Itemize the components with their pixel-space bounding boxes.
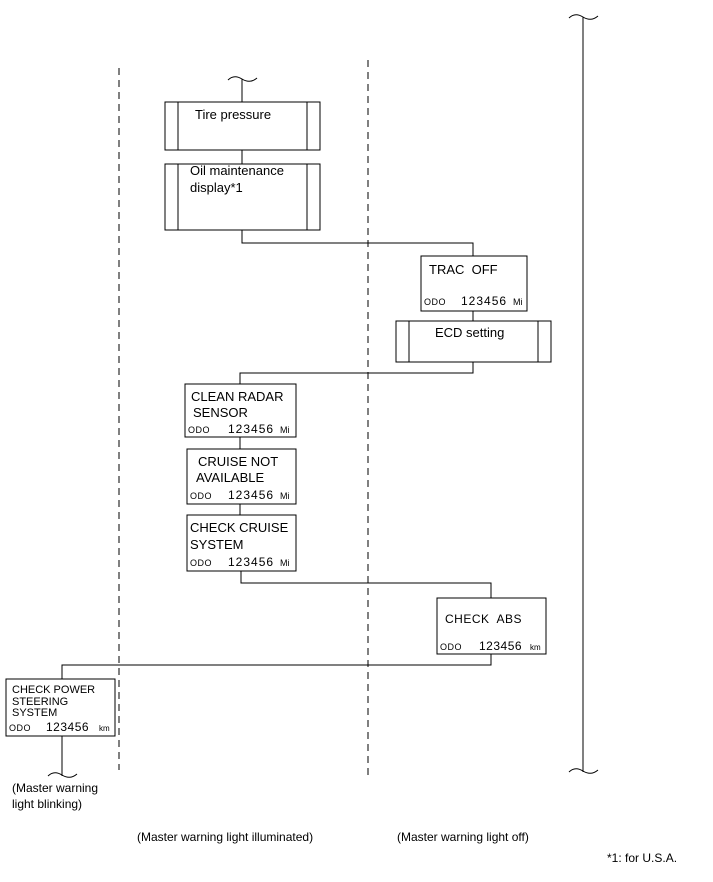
clean-radar-odo-unit: Mi [280,425,290,435]
power-steering-line1: CHECK POWER [12,684,95,696]
trac-off-label: TRAC OFF [429,262,498,277]
trac-off-odo-unit: Mi [513,297,523,307]
clean-radar-odo-label: ODO [188,425,210,435]
cruise-not-available-odo-unit: Mi [280,491,290,501]
bottom-break-mark [47,772,78,778]
footnote: *1: for U.S.A. [607,851,677,865]
clean-radar-odo-value: 123456 [228,422,274,436]
oil-maintenance-box: Oil maintenance display*1 [164,163,321,231]
check-abs-odo-value: 123456 [479,639,522,653]
check-power-steering-box: CHECK POWER STEERING SYSTEM ODO 123456 k… [5,678,116,737]
check-cruise-system-box: CHECK CRUISE SYSTEM ODO 123456 Mi [186,514,297,572]
connector-lines [61,150,492,776]
cruise-not-available-odo-label: ODO [190,491,212,501]
caption-blinking-line2: light blinking) [12,797,82,811]
trac-off-box: TRAC OFF ODO 123456 Mi [420,255,528,312]
power-steering-odo-unit: km [99,724,110,733]
cruise-not-available-odo-value: 123456 [228,488,274,502]
check-abs-box: CHECK ABS ODO 123456 km [436,597,547,655]
oil-maintenance-line2: display*1 [190,180,243,195]
top-break-mark [227,76,258,102]
trac-off-odo-label: ODO [424,297,446,307]
tire-pressure-label: Tire pressure [195,107,271,122]
caption-blinking-line1: (Master warning [12,781,98,795]
ecd-setting-box: ECD setting [395,320,552,363]
check-cruise-line2: SYSTEM [190,537,243,552]
continuation-bracket [568,14,599,774]
clean-radar-line2: SENSOR [193,405,248,420]
oil-maintenance-line1: Oil maintenance [190,163,284,178]
clean-radar-sensor-box: CLEAN RADAR SENSOR ODO 123456 Mi [184,383,297,438]
power-steering-odo-label: ODO [9,723,31,733]
check-abs-label: CHECK ABS [445,612,522,626]
trac-off-odo-value: 123456 [461,294,507,308]
power-steering-line2: STEERING [12,696,68,708]
power-steering-line3: SYSTEM [12,707,57,719]
caption-illuminated: (Master warning light illuminated) [137,830,313,844]
check-abs-odo-unit: km [530,643,541,652]
check-cruise-odo-value: 123456 [228,555,274,569]
tire-pressure-box: Tire pressure [164,101,321,151]
cruise-not-available-box: CRUISE NOT AVAILABLE ODO 123456 Mi [186,448,297,505]
clean-radar-line1: CLEAN RADAR [191,389,283,404]
cruise-not-available-line1: CRUISE NOT [198,454,278,469]
check-cruise-line1: CHECK CRUISE [190,520,289,535]
caption-off: (Master warning light off) [397,830,529,844]
check-cruise-odo-unit: Mi [280,558,290,568]
ecd-setting-label: ECD setting [435,325,504,340]
power-steering-odo-value: 123456 [46,720,89,734]
check-abs-odo-label: ODO [440,642,462,652]
cruise-not-available-line2: AVAILABLE [196,470,264,485]
check-cruise-odo-label: ODO [190,558,212,568]
